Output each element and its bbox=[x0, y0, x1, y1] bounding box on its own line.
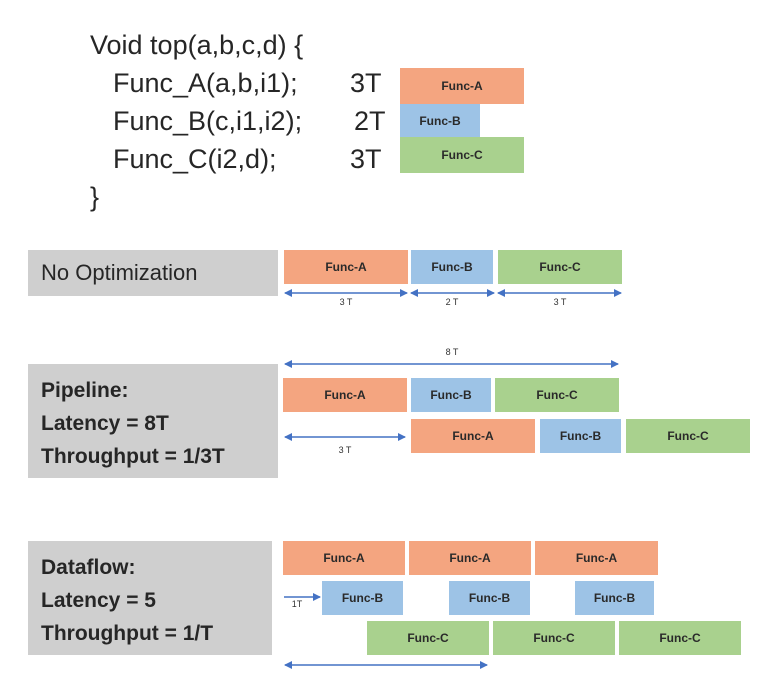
dataflow-r1-func-a-2: Func-A bbox=[409, 541, 531, 575]
code-line-func-b: Func_B(c,i1,i2); bbox=[113, 106, 303, 136]
noopt-dim-b: 2 T bbox=[445, 297, 459, 307]
dataflow-r3-func-c-1: Func-C bbox=[367, 621, 489, 655]
dataflow-label: Dataflow: Latency = 5 Throughput = 1/T bbox=[28, 541, 272, 655]
legend-func-a-block: Func-A bbox=[400, 68, 524, 104]
dataflow-r3-func-c-3: Func-C bbox=[619, 621, 741, 655]
pipeline-r2-func-b: Func-B bbox=[540, 419, 621, 453]
dataflow-r2-func-b-1: Func-B bbox=[322, 581, 403, 615]
pipeline-r1-func-c: Func-C bbox=[495, 378, 619, 412]
code-line-signature: Void top(a,b,c,d) { bbox=[90, 30, 304, 60]
pipeline-title: Pipeline: bbox=[41, 379, 129, 402]
pipeline-label: Pipeline: Latency = 8T Throughput = 1/3T bbox=[28, 364, 278, 478]
noopt-func-a: Func-A bbox=[284, 250, 408, 284]
pipeline-r1-func-a: Func-A bbox=[283, 378, 407, 412]
noopt-func-c: Func-C bbox=[498, 250, 622, 284]
pipeline-r2-func-c: Func-C bbox=[626, 419, 750, 453]
legend-func-c-block: Func-C bbox=[400, 137, 524, 173]
cost-func-b: 2T bbox=[354, 106, 386, 136]
noopt-dim-c: 3 T bbox=[553, 297, 567, 307]
dataflow-r1-func-a-1: Func-A bbox=[283, 541, 405, 575]
pipeline-r1-func-b: Func-B bbox=[411, 378, 491, 412]
dataflow-r3-func-c-2: Func-C bbox=[493, 621, 615, 655]
dataflow-dim-offset: 1T bbox=[291, 599, 303, 609]
pipeline-dim-total: 8 T bbox=[445, 347, 459, 357]
code-line-func-c: Func_C(i2,d); bbox=[113, 144, 277, 174]
noopt-dim-a: 3 T bbox=[339, 297, 353, 307]
dataflow-r2-func-b-2: Func-B bbox=[449, 581, 530, 615]
dataflow-latency: Latency = 5 bbox=[41, 589, 156, 612]
legend-func-b-block: Func-B bbox=[400, 104, 480, 137]
dataflow-r1-func-a-3: Func-A bbox=[535, 541, 658, 575]
code-line-close: } bbox=[90, 182, 100, 212]
dataflow-title: Dataflow: bbox=[41, 556, 136, 579]
cost-func-a: 3T bbox=[350, 68, 382, 98]
pipeline-r2-func-a: Func-A bbox=[411, 419, 535, 453]
no-optimization-label: No Optimization bbox=[28, 250, 278, 296]
dataflow-r2-func-b-3: Func-B bbox=[575, 581, 654, 615]
noopt-func-b: Func-B bbox=[411, 250, 493, 284]
pipeline-throughput: Throughput = 1/3T bbox=[41, 445, 225, 468]
cost-func-c: 3T bbox=[350, 144, 382, 174]
code-line-func-a: Func_A(a,b,i1); bbox=[113, 68, 298, 98]
pipeline-dim-interval: 3 T bbox=[338, 445, 352, 455]
dataflow-throughput: Throughput = 1/T bbox=[41, 622, 214, 645]
pipeline-latency: Latency = 8T bbox=[41, 412, 169, 435]
